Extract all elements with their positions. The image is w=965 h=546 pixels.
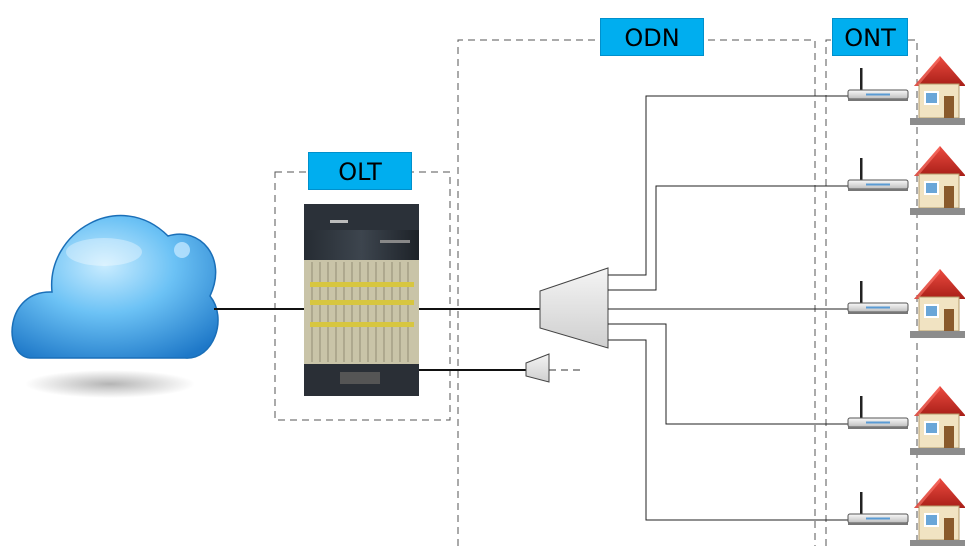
olt-chassis	[304, 204, 419, 396]
fiber-ont-2	[608, 185, 850, 291]
odn-label: ODN	[600, 18, 704, 56]
fiber-ont-5	[608, 339, 850, 521]
ont-router-icon	[847, 491, 909, 526]
splitter-main	[539, 267, 609, 349]
splitter-secondary	[525, 353, 550, 383]
cloud-icon	[11, 215, 219, 398]
odn-region	[457, 39, 816, 546]
house-icon	[909, 55, 965, 126]
house-icon	[909, 385, 965, 456]
house-icon	[909, 477, 965, 546]
ont-router-icon	[847, 157, 909, 192]
house-icon	[909, 268, 965, 339]
ont-router-icon	[847, 280, 909, 315]
house-icon	[909, 145, 965, 216]
ont-router-icon	[847, 395, 909, 430]
olt-label: OLT	[308, 152, 412, 190]
ont-router-icon	[847, 67, 909, 102]
fiber-ont-4	[608, 323, 850, 425]
ont-label: ONT	[832, 18, 908, 56]
fiber-ont-1	[608, 95, 850, 276]
ont-region	[825, 39, 918, 546]
